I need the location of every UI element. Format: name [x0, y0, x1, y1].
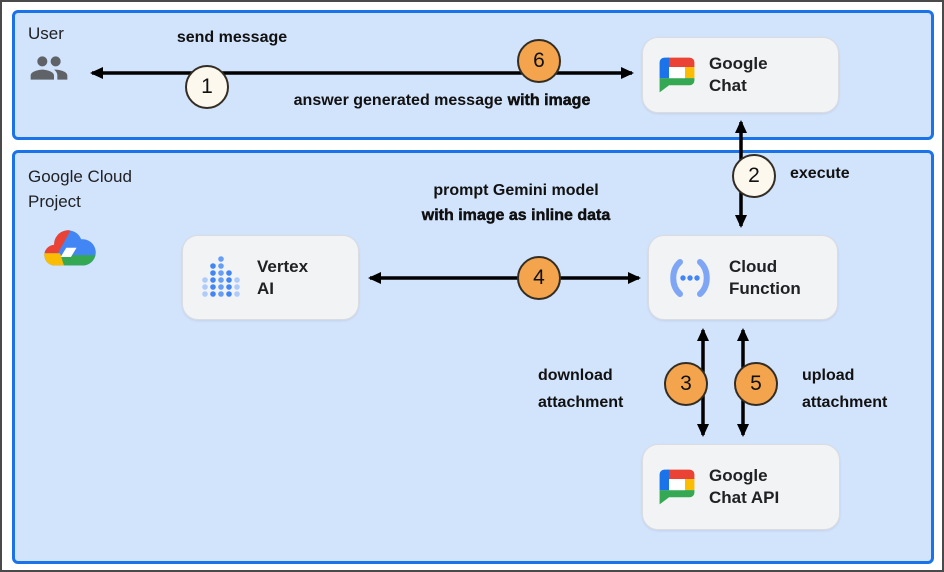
- prompt-gemini-label: prompt Gemini model with image as inline…: [366, 178, 666, 228]
- answer-message-label: answer generated message with image: [242, 92, 642, 110]
- step-circle-3: 3: [664, 362, 708, 406]
- prompt-gemini-label-bold: with image as inline data: [421, 207, 611, 224]
- google-chat-node-label: Google Chat: [709, 53, 768, 97]
- google-chat-label-line2: Chat: [709, 76, 747, 95]
- upload-attachment-label: upload attachment: [802, 362, 887, 416]
- step-circle-1: 1: [185, 65, 229, 109]
- vertex-ai-label-line2: AI: [257, 278, 274, 298]
- step-circle-2: 2: [732, 154, 776, 198]
- execute-label: execute: [790, 165, 850, 182]
- upload-attachment-line1: upload: [802, 367, 855, 384]
- send-message-label: send message: [176, 29, 288, 46]
- google-cloud-logo: [44, 230, 96, 266]
- cloud-project-label: Google Cloud Project: [28, 164, 132, 214]
- cloud-function-label-line1: Cloud: [729, 256, 778, 276]
- google-chat-api-node: Google Chat API: [642, 444, 840, 530]
- vertex-ai-node: Vertex AI: [182, 235, 359, 320]
- answer-message-label-regular: answer generated message: [293, 92, 503, 109]
- step-circle-5: 5: [734, 362, 778, 406]
- vertex-ai-label-line1: Vertex: [257, 256, 309, 276]
- vertex-ai-icon: [202, 255, 240, 297]
- step-circle-4: 4: [517, 256, 561, 300]
- vertex-ai-node-label: Vertex AI: [257, 256, 308, 300]
- upload-attachment-line2: attachment: [802, 394, 888, 411]
- google-chat-api-label-line2: Chat API: [709, 488, 780, 507]
- cloud-function-node-label: Cloud Function: [729, 256, 801, 300]
- cloud-functions-icon: [670, 258, 710, 297]
- google-chat-icon: [658, 56, 696, 94]
- step-circle-6: 6: [517, 39, 561, 83]
- download-attachment-line1: download: [538, 367, 613, 384]
- answer-message-label-bold: with image: [507, 92, 591, 109]
- user-section-label: User: [28, 24, 64, 43]
- cloud-project-label-line1: Google Cloud: [28, 167, 132, 186]
- download-attachment-label: download attachment: [538, 362, 623, 416]
- google-chat-api-node-label: Google Chat API: [709, 465, 779, 509]
- download-attachment-line2: attachment: [538, 394, 624, 411]
- prompt-gemini-label-regular: prompt Gemini model: [433, 182, 599, 199]
- google-chat-label-line1: Google: [709, 54, 768, 73]
- people-group-icon: [30, 56, 68, 80]
- cloud-function-label-line2: Function: [729, 278, 801, 298]
- google-chat-node: Google Chat: [642, 37, 839, 113]
- cloud-function-node: Cloud Function: [648, 235, 838, 320]
- google-chat-api-label-line1: Google: [709, 466, 768, 485]
- cloud-project-label-line2: Project: [28, 192, 81, 211]
- google-chat-api-icon: [658, 468, 696, 506]
